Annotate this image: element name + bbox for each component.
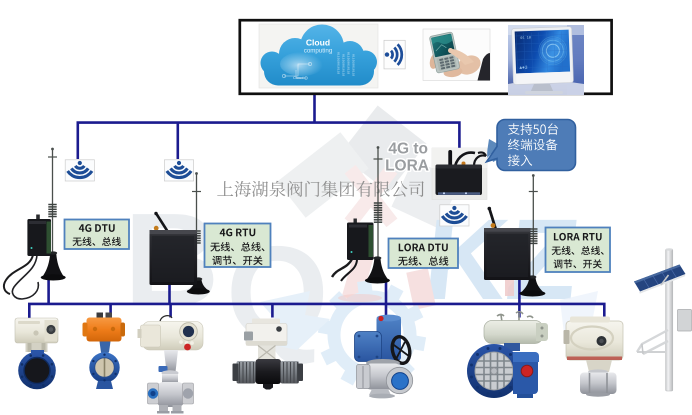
svg-text:011010010110: 011010010110 — [347, 52, 351, 74]
svg-text:computing: computing — [304, 47, 333, 54]
svg-text:011010010110: 011010010110 — [337, 52, 341, 74]
svg-text:LORA: LORA — [385, 158, 429, 175]
svg-text:01 10: 01 10 — [520, 36, 531, 40]
svg-text:▲●3: ▲●3 — [519, 65, 528, 71]
svg-text:Cloud: Cloud — [306, 38, 330, 48]
svg-text:Cloud: Cloud — [293, 75, 303, 80]
svg-text:011010010110: 011010010110 — [342, 54, 346, 76]
svg-text:4G to: 4G to — [388, 141, 428, 158]
svg-text:011010010110: 011010010110 — [352, 54, 356, 76]
